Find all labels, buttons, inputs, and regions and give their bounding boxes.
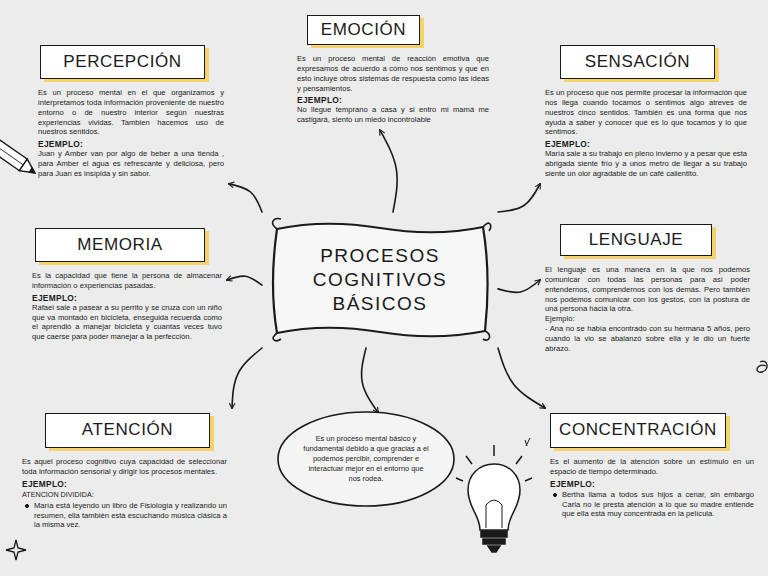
concept-title-box: PERCEPCIÓN [40,45,205,79]
central-scroll: PROCESOS COGNITIVOS BÁSICOS [265,215,495,345]
concept-text: Es un proceso mental de reacción emotiva… [297,54,489,93]
concept-title-box: CONCENTRACIÓN [550,413,726,448]
central-title: PROCESOS COGNITIVOS BÁSICOS [310,244,450,315]
bullet-example: María está leyendo un libro de Fisiologí… [22,501,227,531]
concept-text: Es un proceso que nos permite procesar l… [545,88,747,137]
concept-node: MEMORIA Es la capacidad que tiene la pers… [32,228,222,342]
example-heading: EJEMPLO: [32,293,222,303]
concept-node: EMOCIÓN Es un proceso mental de reacción … [297,15,489,125]
connector-arrow [498,184,540,212]
connector-arrow [498,348,545,408]
concept-text: El lenguaje es una manera en la que nos … [545,265,750,314]
pencil-drawing [0,136,39,178]
concept-text: Es la capacidad que tiene la persona de … [32,271,222,291]
concept-title-box: LENGUAJE [560,224,712,256]
example-heading: EJEMPLO: [545,139,747,149]
concept-text: Ejemplo: [545,314,750,324]
concept-text: Es un proceso mental en el que organizam… [38,88,224,137]
example-heading: EJEMPLO: [22,479,227,489]
concept-title-box: EMOCIÓN [307,15,420,45]
concept-node: ATENCIÓN Es aquel proceso cognitivo cuya … [22,413,227,530]
example-heading: EJEMPLO: [297,95,489,105]
concept-text: María sale a su trabajo en pleno inviern… [545,149,747,179]
ellipse-border [278,412,454,506]
concept-text: Es aquel proceso cognitivo cuya capacida… [22,457,227,477]
connector-arrow [232,348,262,408]
summary-text: Es un proceso mental básico y fundamenta… [302,434,430,484]
connector-arrow [380,130,397,212]
concept-title-box: SENSACIÓN [560,45,715,79]
concept-title-box: ATENCIÓN [45,413,210,448]
concept-node: SENSACIÓN Es un proceso que nos permite p… [545,45,747,179]
concept-title-box: MEMORIA [35,228,205,262]
scroll-curls [273,219,491,341]
concept-node: LENGUAJE El lenguaje es una manera en la … [545,224,750,354]
concept-text: No llegue temprano a casa y si entro mi … [297,105,489,125]
connector-arrow [362,348,379,412]
summary-ellipse: Es un proceso mental básico y fundamenta… [276,410,456,508]
concept-text: Rafael sale a pasear a su perrito y se c… [32,303,222,342]
connector-arrow [229,184,262,212]
lightbulb-drawing [456,445,532,552]
example-heading: EJEMPLO: [550,479,754,489]
concept-text: Es el aumento de la atención sobre un es… [550,457,754,477]
example-subheading: ATENCION DIVIDIDA: [22,490,227,499]
concept-text: - Ana no se había encontrado con su herm… [545,324,750,354]
connector-arrow [498,280,540,292]
connector-arrow [227,276,262,285]
sparkle-doodles [6,361,767,560]
concept-node: PERCEPCIÓN Es un proceso mental en el que… [38,45,224,179]
scroll-border [273,224,488,337]
bullet-example: Bertha llama a todos sus hijos a cenar, … [550,490,754,520]
concept-node: CONCENTRACIÓN Es el aumento de la atenció… [550,413,754,519]
concept-text: Juan y Amber van por algo de beber a una… [38,149,224,179]
example-heading: EJEMPLO: [38,139,224,149]
